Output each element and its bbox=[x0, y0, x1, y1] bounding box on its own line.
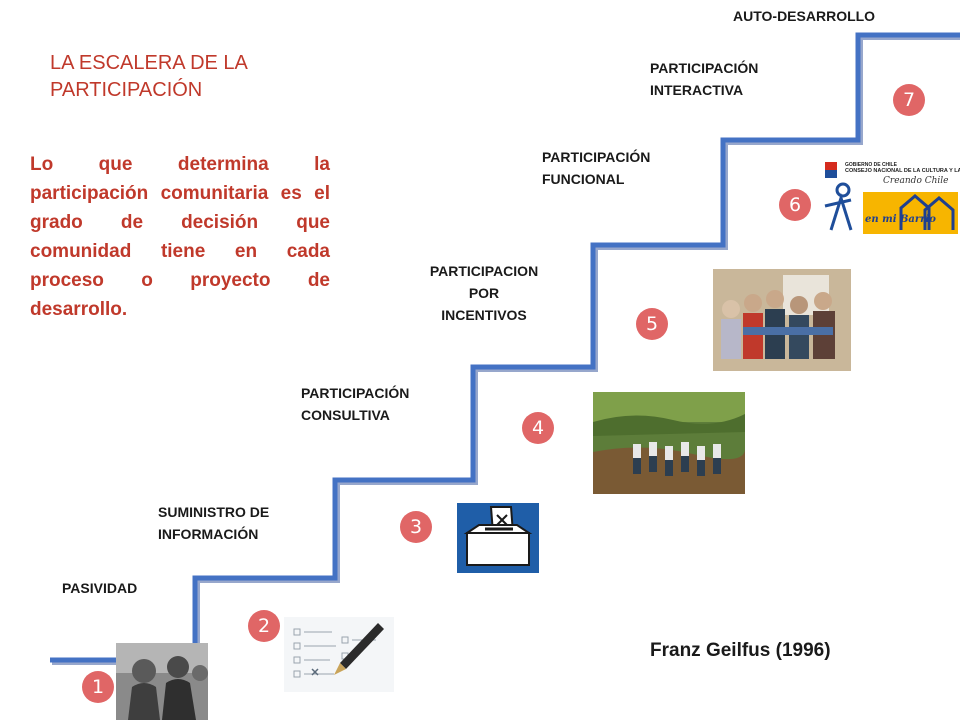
step-5-badge: 5 bbox=[636, 308, 668, 340]
step-6-label-line-2: INTERACTIVA bbox=[650, 82, 744, 98]
step-3-badge: 3 bbox=[400, 511, 432, 543]
logo-slogan: Creando Chile bbox=[883, 176, 949, 186]
step-6-label-line-1: PARTICIPACIÓN bbox=[650, 60, 759, 76]
title-line-1: LA ESCALERA DE LA bbox=[50, 52, 248, 74]
title-line-2: PARTICIPACIÓN bbox=[50, 79, 203, 101]
step-3-label-line-1: PARTICIPACIÓN bbox=[301, 385, 410, 401]
step-7-label-line: AUTO-DESARROLLO bbox=[733, 8, 876, 24]
group-photo bbox=[713, 269, 851, 371]
step-1-label: PASIVIDAD bbox=[62, 577, 137, 599]
step-6-label: PARTICIPACIÓN INTERACTIVA bbox=[650, 57, 758, 101]
step-6-badge: 6 bbox=[779, 189, 811, 221]
step-5-label: PARTICIPACIÓN FUNCIONAL bbox=[542, 146, 650, 190]
government-logo: GOBIERNO DE CHILE CONSEJO NACIONAL DE LA… bbox=[821, 158, 960, 236]
children-photo-icon bbox=[116, 643, 208, 720]
logo-program: en mi Barrio bbox=[865, 214, 936, 225]
step-7-badge: 7 bbox=[893, 84, 925, 116]
page-title: LA ESCALERA DE LA PARTICIPACIÓN bbox=[50, 50, 248, 104]
ballot-box-illustration bbox=[457, 503, 539, 573]
logo-org-line1: GOBIERNO DE CHILE bbox=[845, 162, 897, 168]
houses-icon bbox=[863, 192, 958, 234]
step-4-label-line-1: PARTICIPACION bbox=[429, 263, 539, 279]
step-5-label-line-2: FUNCIONAL bbox=[542, 171, 625, 187]
step-7-label: AUTO-DESARROLLO bbox=[733, 5, 875, 27]
step-2-badge: 2 bbox=[248, 610, 280, 642]
community-work-illustration bbox=[593, 392, 745, 494]
children-photo bbox=[116, 643, 208, 720]
author-citation: Franz Geilfus (1996) bbox=[650, 640, 831, 661]
step-5-label-line-1: PARTICIPACIÓN bbox=[542, 149, 651, 165]
step-4-label-line-2: POR bbox=[468, 285, 500, 301]
step-4-label-line-3: INCENTIVOS bbox=[441, 307, 527, 323]
community-work-photo bbox=[593, 392, 745, 494]
step-4-label: PARTICIPACION POR INCENTIVOS bbox=[398, 260, 570, 326]
intro-paragraph: Lo que determina la participación comuni… bbox=[30, 154, 330, 320]
step-4-badge: 4 bbox=[522, 412, 554, 444]
step-1-label-line: PASIVIDAD bbox=[62, 580, 138, 596]
group-photo-illustration bbox=[713, 269, 851, 371]
step-3-label: PARTICIPACIÓN CONSULTIVA bbox=[301, 382, 409, 426]
step-2-label: SUMINISTRO DE INFORMACIÓN bbox=[158, 501, 269, 545]
ballot-box-icon bbox=[457, 503, 539, 573]
logo-org-line2: CONSEJO NACIONAL DE LA CULTURA Y LAS ART… bbox=[845, 168, 960, 174]
step-1-badge: 1 bbox=[82, 671, 114, 703]
step-2-label-line-2: INFORMACIÓN bbox=[158, 526, 259, 542]
pen-form-icon bbox=[284, 617, 394, 692]
chile-figure-icon bbox=[824, 162, 853, 231]
step-2-label-line-1: SUMINISTRO DE bbox=[158, 504, 270, 520]
pen-form-illustration bbox=[284, 617, 394, 692]
step-3-label-line-2: CONSULTIVA bbox=[301, 407, 390, 423]
